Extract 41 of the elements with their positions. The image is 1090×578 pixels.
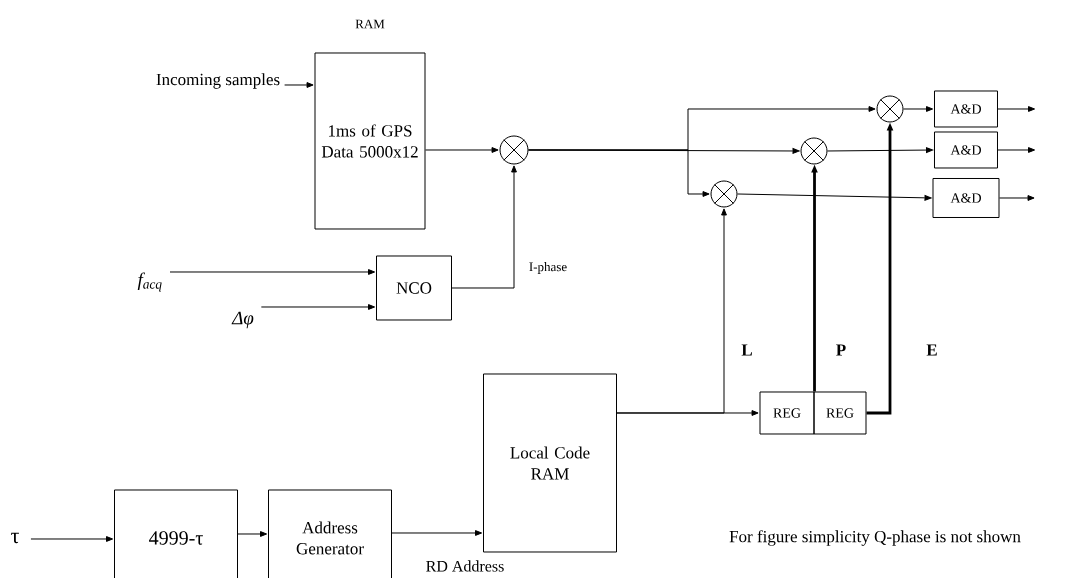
block-box: NCO (376, 255, 452, 321)
multiplier-symbol (876, 95, 904, 123)
edge-label: I-phase (529, 262, 567, 274)
arrow (425, 147, 499, 153)
multiplier-symbol (499, 135, 529, 165)
block-box: REG (759, 391, 815, 435)
signal-label: Incoming samples (156, 73, 280, 89)
arrow (284, 82, 314, 88)
arrow (169, 269, 376, 275)
edge-label: E (926, 344, 937, 356)
ram-box: 1ms of GPS Data 5000x12 (314, 52, 426, 230)
arrow (528, 149, 710, 197)
edge-label: L (741, 344, 752, 356)
signal-label: τ (11, 532, 19, 544)
arrow (903, 106, 934, 112)
arrow (451, 165, 517, 289)
arrow (827, 147, 934, 153)
arrow (616, 208, 727, 414)
arrow (997, 106, 1036, 112)
multiplier-symbol (710, 180, 738, 208)
block-box: A&D (932, 178, 1000, 218)
signal-label: Δφ (231, 311, 254, 329)
block-box: A&D (934, 131, 998, 169)
multiplier-symbol (800, 137, 828, 165)
block-box: Local Code RAM (483, 373, 617, 553)
arrow (30, 536, 114, 542)
note-text: For figure simplicity Q-phase is not shown (729, 530, 1021, 546)
arrow (997, 147, 1036, 153)
block-box: 4999-τ (114, 489, 238, 578)
block-box: REG (813, 391, 867, 435)
block-box: A&D (934, 90, 998, 128)
arrow (237, 531, 268, 537)
block-box: Address Generator (268, 489, 392, 578)
arrow (391, 530, 483, 536)
arrow (999, 195, 1035, 201)
edge-label: P (836, 344, 846, 356)
arrow (737, 193, 932, 201)
arrow (260, 304, 376, 310)
signal-label: f$_{acq}$ (137, 272, 162, 292)
edge-label: RD Address (426, 560, 504, 572)
block-heading: RAM (355, 19, 385, 29)
